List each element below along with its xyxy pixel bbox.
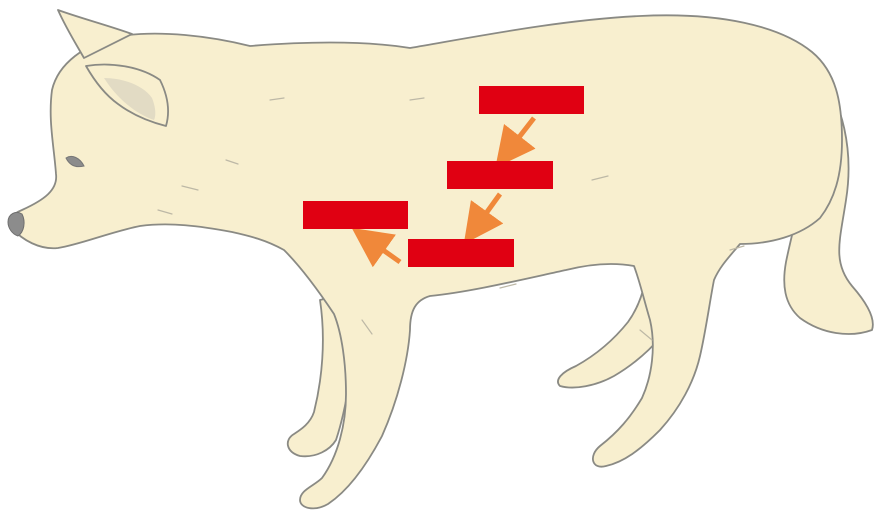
label-box-3	[408, 239, 514, 267]
arrow-1-to-2	[506, 118, 534, 154]
arrow-3-to-4	[366, 238, 400, 262]
label-box-4	[303, 201, 408, 229]
label-box-1	[479, 86, 584, 114]
label-box-2	[447, 161, 553, 189]
arrow-2-to-3	[474, 194, 500, 230]
